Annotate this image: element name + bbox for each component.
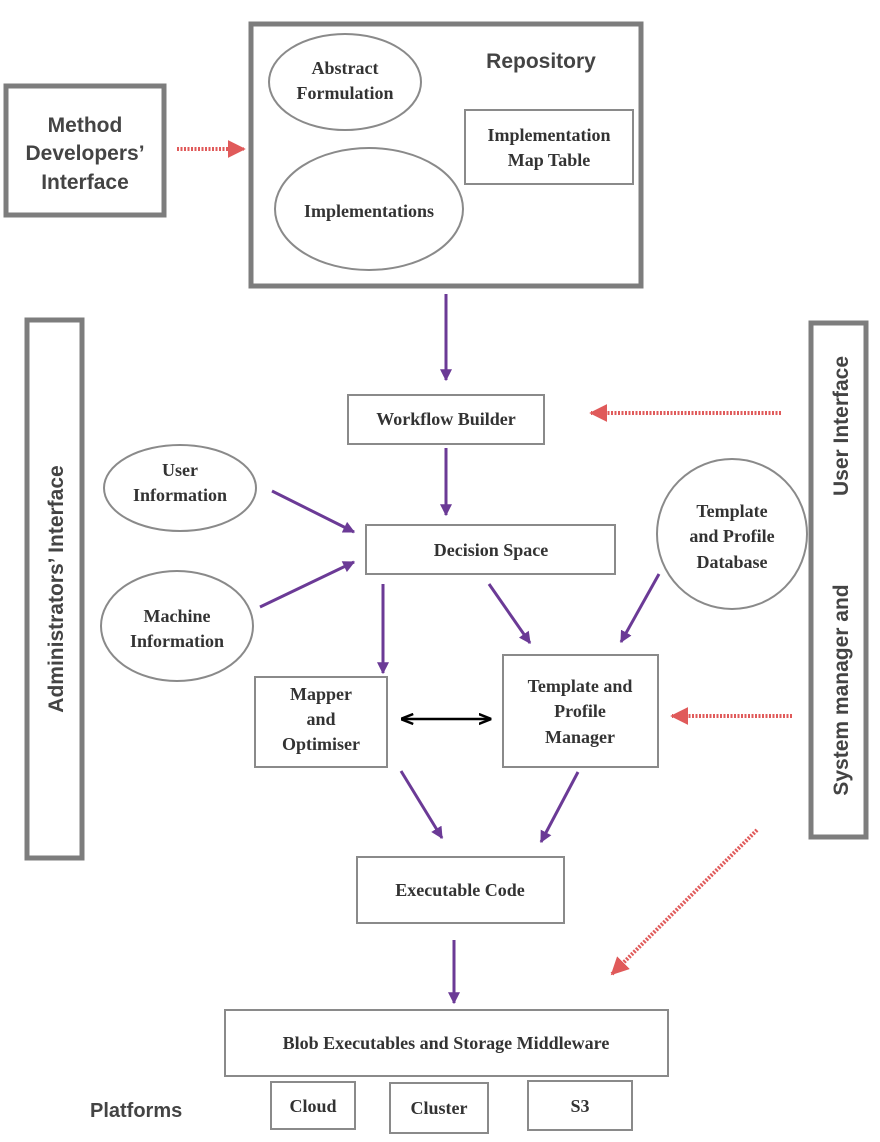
abstract-formulation-line-2: Formulation	[297, 83, 394, 103]
mapper-optimiser-line-3: Optimiser	[282, 734, 360, 754]
platform-cloud-box	[270, 1081, 356, 1130]
user-information-line-2: Information	[133, 485, 227, 505]
arrow-decision-to-manager	[487, 583, 532, 644]
method-developers-box	[3, 83, 167, 218]
method-developers-line-3: Interface	[41, 171, 129, 194]
mapper-optimiser-line-1: Mapper	[290, 684, 352, 704]
template-profile-manager-box	[502, 654, 659, 768]
administrators-box	[24, 317, 85, 861]
template-profile-database-line-3: Database	[697, 552, 768, 572]
arrow-mapper-to-executable	[399, 770, 444, 840]
mapper-optimiser-box	[254, 676, 388, 768]
executable-code-label: Executable Code	[395, 880, 525, 900]
administrators-label: Administrators’ Interface	[45, 465, 68, 712]
template-profile-manager-line-2: Profile	[554, 701, 606, 721]
user-information-oval	[103, 444, 257, 532]
repository-group: Repository Abstract Formulation Implemen…	[248, 21, 644, 289]
method-developers-interface: Method Developers’ Interface	[3, 83, 167, 218]
blob-middleware-label: Blob Executables and Storage Middleware	[283, 1033, 610, 1053]
platform-cluster-label: Cluster	[411, 1098, 468, 1118]
implementations-oval	[274, 147, 464, 271]
workflow-builder-label: Workflow Builder	[376, 409, 516, 429]
blob-middleware-box	[224, 1009, 669, 1077]
platform-cluster-box	[389, 1082, 489, 1134]
system-user-interface: User Interface System manager and	[808, 320, 869, 840]
mapper-optimiser-line-2: and	[306, 709, 335, 729]
platform-s3-box	[527, 1080, 633, 1131]
implementation-map-table-box	[464, 109, 634, 185]
arrow-user-info-to-decision	[271, 489, 356, 534]
machine-information-line-2: Information	[130, 631, 224, 651]
repository-title: Repository	[486, 50, 596, 73]
executable-code-box	[356, 856, 565, 924]
platform-s3-label: S3	[570, 1096, 589, 1116]
workflow-builder-box	[347, 394, 545, 445]
administrators-interface: Administrators’ Interface	[24, 317, 85, 861]
implementation-map-table-line-1: Implementation	[488, 125, 611, 145]
machine-information-line-1: Machine	[144, 606, 211, 626]
template-profile-manager-line-1: Template and	[528, 676, 633, 696]
implementations-label: Implementations	[304, 201, 434, 221]
system-user-box	[808, 320, 869, 840]
template-profile-database-oval	[656, 458, 808, 610]
method-developers-line-1: Method	[48, 114, 123, 137]
system-manager-label: System manager and	[830, 584, 853, 795]
abstract-formulation-oval	[268, 33, 422, 131]
user-interface-label: User Interface	[830, 356, 853, 496]
implementation-map-table-line-2: Map Table	[508, 150, 591, 170]
template-profile-manager-line-3: Manager	[545, 727, 615, 747]
decision-space-box	[365, 524, 616, 575]
abstract-formulation-line-1: Abstract	[312, 58, 379, 78]
arrow-system-manager-to-blob	[610, 828, 759, 976]
user-information-line-1: User	[162, 460, 198, 480]
machine-information-oval	[100, 570, 254, 682]
template-profile-database-line-1: Template	[696, 501, 767, 521]
template-profile-database-line-2: and Profile	[689, 526, 774, 546]
method-developers-line-2: Developers’	[25, 142, 144, 165]
platforms-label: Platforms	[90, 1100, 182, 1122]
arrow-machine-info-to-decision	[259, 560, 356, 609]
arrow-database-to-manager	[619, 573, 661, 644]
platform-cloud-label: Cloud	[289, 1096, 336, 1116]
arrow-manager-to-executable	[539, 771, 580, 844]
decision-space-label: Decision Space	[434, 540, 549, 560]
